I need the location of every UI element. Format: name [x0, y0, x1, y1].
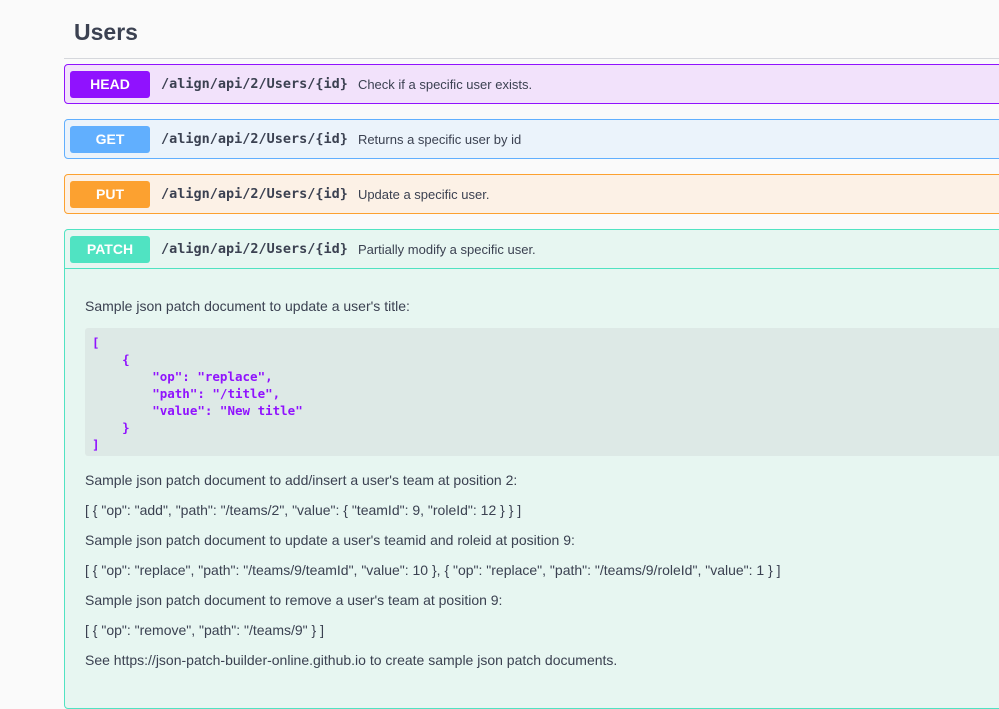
- operation-summary-patch[interactable]: PATCH /align/api/2/Users/{id} Partially …: [65, 230, 999, 269]
- operation-path: /align/api/2/Users/{id}: [161, 76, 348, 92]
- update-intro-text: Sample json patch document to update a u…: [85, 532, 575, 548]
- code-line: }: [92, 420, 130, 435]
- method-badge-put: PUT: [70, 180, 150, 208]
- operation-head-user: HEAD /align/api/2/Users/{id} Check if a …: [64, 64, 999, 104]
- code-line: "op": "replace",: [92, 369, 273, 384]
- method-badge-get: GET: [70, 125, 150, 153]
- update-example-text: [ { "op": "replace", "path": "/teams/9/t…: [85, 562, 781, 578]
- code-sample: [ { "op": "replace", "path": "/title", "…: [92, 334, 999, 453]
- add-example-text: [ { "op": "add", "path": "/teams/2", "va…: [85, 502, 522, 518]
- code-line: [: [92, 335, 100, 350]
- patch-intro-text: Sample json patch document to update a u…: [85, 298, 410, 314]
- operation-description: Update a specific user.: [357, 186, 490, 202]
- section-header-users[interactable]: Users: [64, 0, 999, 59]
- code-line: "path": "/title",: [92, 386, 281, 401]
- operation-patch-user: PATCH /align/api/2/Users/{id} Partially …: [64, 229, 999, 709]
- code-line: {: [92, 352, 130, 367]
- section-title: Users: [74, 19, 138, 45]
- operation-description: Returns a specific user by id: [357, 131, 522, 147]
- operation-get-user: GET /align/api/2/Users/{id} Returns a sp…: [64, 119, 999, 159]
- operation-path: /align/api/2/Users/{id}: [161, 241, 348, 257]
- code-line: ]: [92, 437, 100, 452]
- see-also-text: See https://json-patch-builder-online.gi…: [85, 652, 618, 668]
- operation-summary-head[interactable]: HEAD /align/api/2/Users/{id} Check if a …: [65, 65, 999, 103]
- operation-summary-get[interactable]: GET /align/api/2/Users/{id} Returns a sp…: [65, 120, 999, 158]
- operation-path: /align/api/2/Users/{id}: [161, 131, 348, 147]
- remove-example-text: [ { "op": "remove", "path": "/teams/9" }…: [85, 622, 324, 638]
- remove-intro-text: Sample json patch document to remove a u…: [85, 592, 503, 608]
- operation-path: /align/api/2/Users/{id}: [161, 186, 348, 202]
- add-intro-text: Sample json patch document to add/insert…: [85, 472, 518, 488]
- method-badge-patch: PATCH: [70, 235, 150, 263]
- operation-description: Partially modify a specific user.: [357, 241, 536, 257]
- operation-description: Check if a specific user exists.: [357, 76, 533, 92]
- operation-summary-put[interactable]: PUT /align/api/2/Users/{id} Update a spe…: [65, 175, 999, 213]
- code-block: [ { "op": "replace", "path": "/title", "…: [85, 328, 999, 456]
- operation-put-user: PUT /align/api/2/Users/{id} Update a spe…: [64, 174, 999, 214]
- method-badge-head: HEAD: [70, 70, 150, 98]
- code-line: "value": "New title": [92, 403, 303, 418]
